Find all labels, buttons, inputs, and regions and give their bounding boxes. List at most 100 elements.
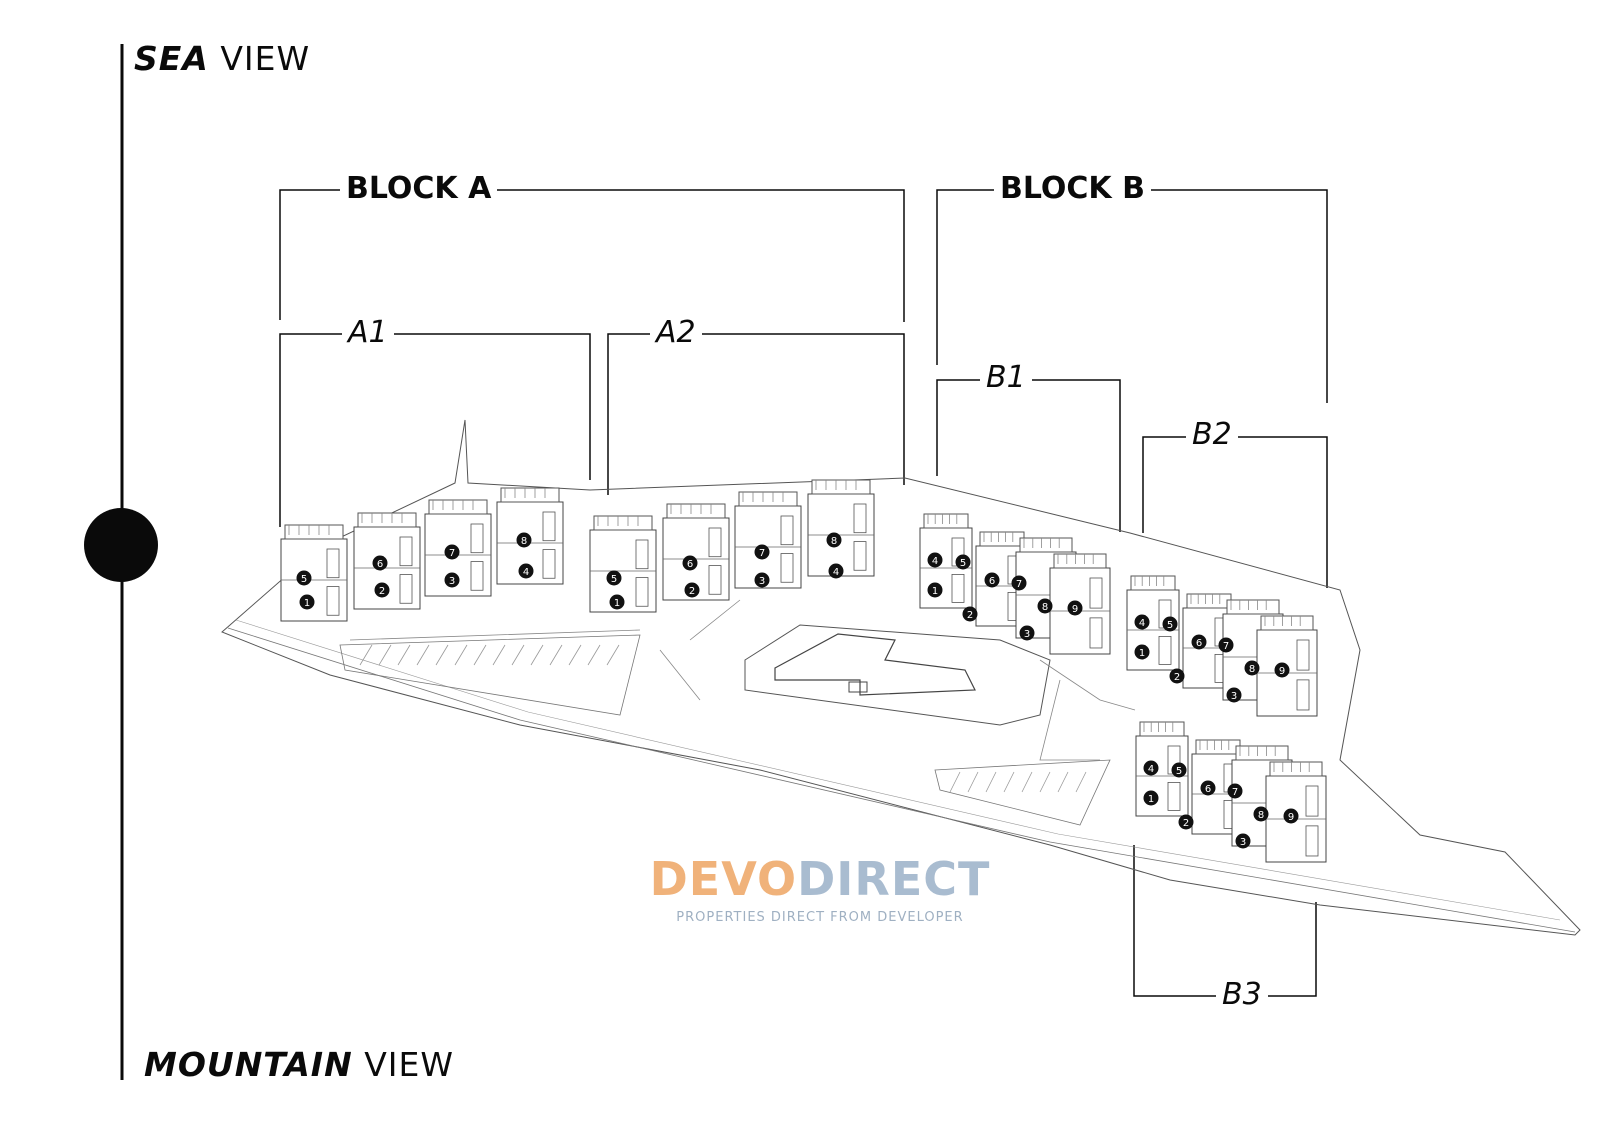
unit-badge-dot [1178,814,1194,830]
unit-badge: 9 [1283,808,1299,824]
unit-number: 6 [1196,638,1202,649]
mountain-view-label: MOUNTAIN VIEW [144,1048,454,1081]
unit-badge-dot [1011,575,1027,591]
unit-badge: 8 [1244,660,1260,676]
unit-number: 8 [831,536,837,547]
roof-terrace [593,515,653,531]
unit-badge: 1 [299,594,315,610]
unit-badge: 3 [1019,625,1035,641]
parking-stripe [1021,771,1033,793]
unit-badge-dot [1253,806,1269,822]
unit-badge: 1 [1134,644,1150,660]
window [399,536,413,567]
mountain-view-strong: MOUNTAIN [144,1045,353,1084]
unit-badge-dot [444,572,460,588]
sea-view-strong: SEA [134,39,209,78]
unit-number: 5 [611,574,617,585]
unit-badge-dot [1235,833,1251,849]
unit-number: 6 [377,559,383,570]
unit-badge: 5 [606,570,622,586]
unit-number: 5 [301,574,307,585]
roof-terrace [1019,537,1073,553]
unit-badge: 3 [754,572,770,588]
unit-badge-dot [1169,668,1185,684]
a2-bracket [607,333,905,495]
unit-badge: 6 [682,555,698,571]
roof-terrace [357,512,417,528]
unit-badge: 4 [518,563,534,579]
b1-bracket [936,379,1121,532]
parking-b [934,759,1111,826]
window [708,565,722,595]
window [470,561,484,591]
roof-terrace [979,531,1025,547]
unit-badge: 5 [296,570,312,586]
window [542,511,556,542]
unit-number: 9 [1072,604,1078,615]
window [1089,617,1103,649]
unit-badge: 2 [962,606,978,622]
window [780,515,794,546]
parking-stripe [587,644,601,666]
unit-badge: 4 [927,552,943,568]
unit-number: 3 [1024,629,1030,640]
unit-number: 4 [932,556,938,567]
unit-badge: 4 [1134,614,1150,630]
parking-a [339,634,641,716]
unit-badge-dot [1226,687,1242,703]
unit-number: 2 [379,586,385,597]
unit-badge: 8 [516,532,532,548]
unit-badge: 1 [1143,790,1159,806]
unit-badge-dot [1143,760,1159,776]
unit-badge-dot [754,544,770,560]
window [1305,825,1319,857]
unit-badge: 7 [1011,575,1027,591]
unit-number: 8 [1042,602,1048,613]
unit-number: 1 [1139,648,1145,659]
window [1158,636,1172,665]
parking-stripe [1057,771,1069,793]
section-a1-title: A1 [342,318,394,348]
unit-number: 2 [689,586,695,597]
parking-stripe [397,644,411,666]
roof-terrace [1139,721,1185,737]
site-edge-inner [235,619,1561,921]
sea-view-label: SEA VIEW [134,42,310,75]
window [780,553,794,583]
unit-badge: 5 [1162,616,1178,632]
unit-badge-dot [684,582,700,598]
unit-number: 1 [932,586,938,597]
unit-badge-dot [1191,634,1207,650]
section-a2-title: A2 [650,318,702,348]
window [542,549,556,579]
parking-stripe [1039,771,1051,793]
unit-badge-dot [682,555,698,571]
unit-number: 5 [1176,766,1182,777]
unit-number: 4 [1148,764,1154,775]
unit-badge: 6 [372,555,388,571]
unit-badge-dot [518,563,534,579]
mountain-view-light: VIEW [364,1045,454,1084]
unit-number: 9 [1279,666,1285,677]
parking-stripe [1003,771,1015,793]
unit-number: 7 [759,548,765,559]
b3-bracket [1133,845,1317,997]
section-b2-title: B2 [1186,420,1238,450]
unit-number: 3 [1231,691,1237,702]
parking-stripe [949,771,961,793]
unit-number: 4 [833,567,839,578]
unit-badge-dot [1143,790,1159,806]
unit-number: 2 [967,610,973,621]
unit-number: 9 [1288,812,1294,823]
unit-badge-dot [984,572,1000,588]
unit-badge-dot [828,563,844,579]
unit-number: 1 [614,598,620,609]
unit-badge-dot [444,544,460,560]
roof-terrace [1130,575,1176,591]
roof-terrace [1226,599,1280,615]
unit-number: 3 [759,576,765,587]
window [1089,577,1103,609]
pool-shower [848,681,868,693]
window [1296,679,1310,711]
